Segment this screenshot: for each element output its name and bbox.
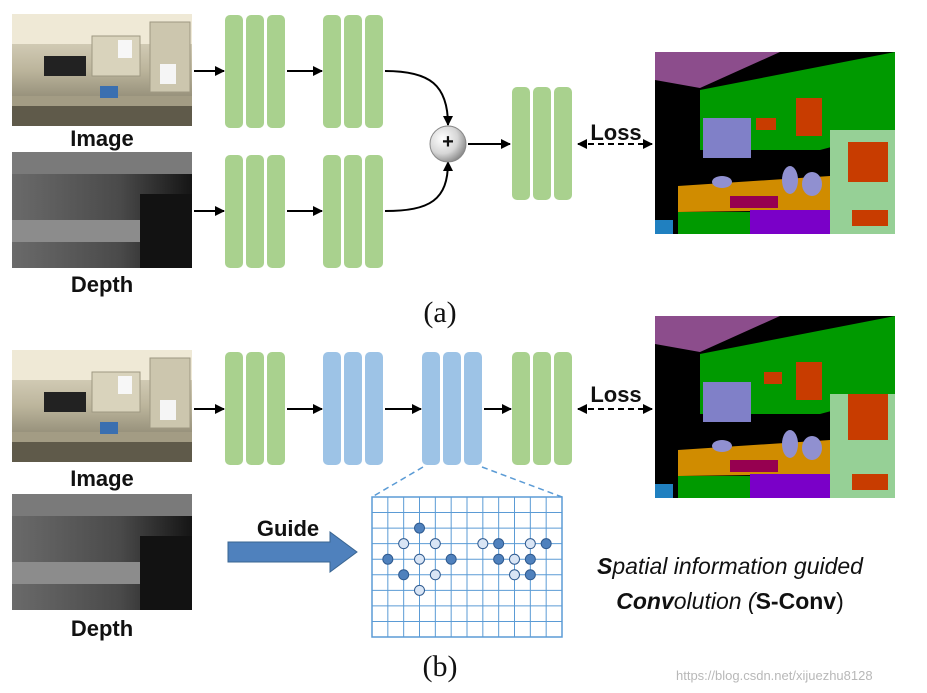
sampling-point [524, 538, 536, 550]
sampling-point [477, 538, 489, 550]
depth-image-b [12, 494, 192, 610]
caption-b: (b) [422, 650, 458, 683]
sampling-point [414, 522, 425, 534]
sconv-block-b-2 [422, 352, 482, 465]
sampling-point [398, 538, 410, 550]
sampling-point [524, 553, 536, 565]
sampling-point [382, 553, 394, 565]
sampling-point [509, 553, 520, 565]
sampling-point [445, 553, 457, 565]
arrow-rgb-to-fusion [384, 70, 453, 126]
label-image-b: Image [70, 466, 134, 491]
sconv-description-line1: Spatial information guided [574, 553, 886, 580]
sampling-point [524, 569, 536, 581]
sampling-point [398, 569, 410, 581]
label-image-a: Image [70, 126, 134, 151]
sconv-line1-rest: patial information guided [612, 553, 863, 579]
sconv-line2-mid: olution ( [673, 588, 756, 614]
caption-a: (a) [423, 296, 457, 329]
label-loss-b: Loss [590, 382, 642, 407]
sconv-line2-end: ) [836, 588, 844, 614]
guide-arrow [227, 531, 358, 573]
block-b-1 [225, 352, 285, 465]
sconv-block-b-1 [323, 352, 383, 465]
zoom-line-left [371, 466, 424, 498]
sampling-grid [371, 496, 563, 638]
sconv-s-bold: S [597, 553, 613, 579]
plus-symbol: + [442, 131, 454, 153]
sconv-abbr: S-Conv [755, 588, 837, 614]
label-depth-b: Depth [70, 616, 134, 641]
sampling-point [493, 538, 505, 550]
depth-image-a [12, 152, 192, 268]
rgb-image-b [12, 350, 192, 462]
sconv-description-line2: Convolution (S-Conv) [574, 588, 886, 615]
encoder-block-depth-2 [323, 155, 383, 268]
sampling-point [414, 584, 425, 596]
sampling-point [540, 538, 552, 550]
sampling-point [414, 553, 425, 565]
sconv-conv-bold: Conv [616, 588, 674, 614]
sampling-points [382, 522, 552, 596]
sampling-point [429, 569, 441, 581]
sampling-point [429, 538, 441, 550]
arrow-depth-to-fusion [384, 161, 453, 212]
rgb-image-a [12, 14, 192, 126]
label-depth-a: Depth [70, 272, 134, 297]
sampling-point [509, 569, 520, 581]
encoder-block-depth-1 [225, 155, 285, 268]
watermark: https://blog.csdn.net/xijuezhu8128 [676, 668, 873, 683]
encoder-block-rgb-1 [225, 15, 285, 128]
segmentation-map-a [655, 52, 895, 234]
fusion-plus-node [429, 125, 467, 163]
zoom-line-right [481, 466, 563, 498]
segmentation-map-b [655, 316, 895, 498]
label-guide: Guide [256, 516, 320, 541]
decoder-block-a [512, 87, 572, 200]
sampling-point [493, 553, 505, 565]
label-loss-a: Loss [590, 120, 642, 145]
decoder-block-b [512, 352, 572, 465]
encoder-block-rgb-2 [323, 15, 383, 128]
